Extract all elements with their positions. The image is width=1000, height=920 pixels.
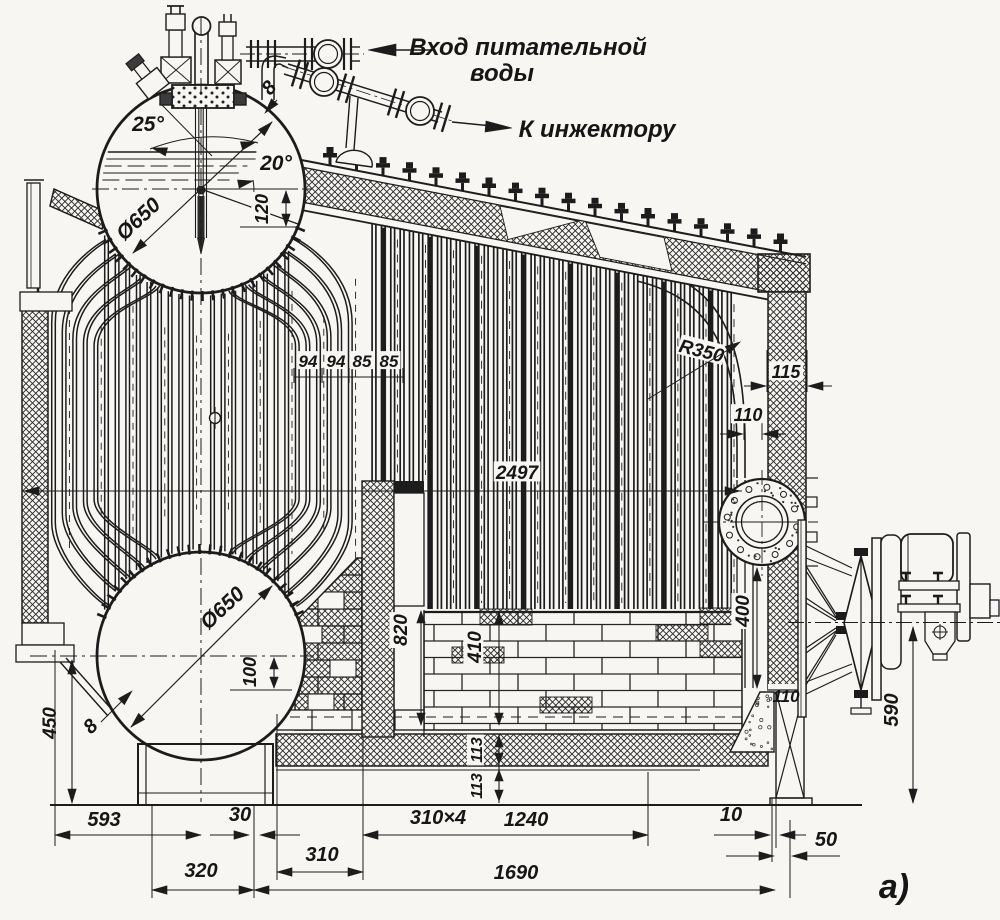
svg-text:113: 113 [469,773,486,799]
svg-text:100: 100 [240,657,260,687]
svg-text:25°: 25° [131,113,164,136]
svg-text:50: 50 [815,829,837,851]
svg-text:1690: 1690 [494,862,539,884]
svg-text:30: 30 [229,804,251,826]
svg-text:310×4: 310×4 [410,807,466,829]
svg-text:115: 115 [772,362,802,382]
svg-text:310: 310 [305,844,338,866]
svg-text:К инжектору: К инжектору [519,116,677,143]
svg-text:20°: 20° [259,152,292,175]
svg-text:Вход питательной: Вход питательной [409,34,647,61]
svg-text:а): а) [879,868,909,906]
svg-text:воды: воды [470,60,534,87]
svg-text:450: 450 [40,707,61,740]
svg-text:110: 110 [772,687,800,706]
svg-text:85: 85 [380,352,399,371]
svg-text:85: 85 [353,352,372,371]
svg-text:400: 400 [733,595,754,628]
svg-text:94: 94 [299,352,318,371]
svg-text:820: 820 [391,614,412,646]
svg-text:593: 593 [87,809,120,831]
svg-text:590: 590 [881,693,903,726]
svg-text:113: 113 [469,737,486,763]
svg-text:1240: 1240 [504,809,549,831]
svg-text:320: 320 [184,860,217,882]
svg-text:10: 10 [720,804,742,826]
svg-text:94: 94 [327,352,346,371]
svg-text:120: 120 [252,194,272,224]
svg-text:410: 410 [465,631,486,664]
svg-text:2497: 2497 [495,463,540,484]
svg-text:110: 110 [734,405,763,425]
